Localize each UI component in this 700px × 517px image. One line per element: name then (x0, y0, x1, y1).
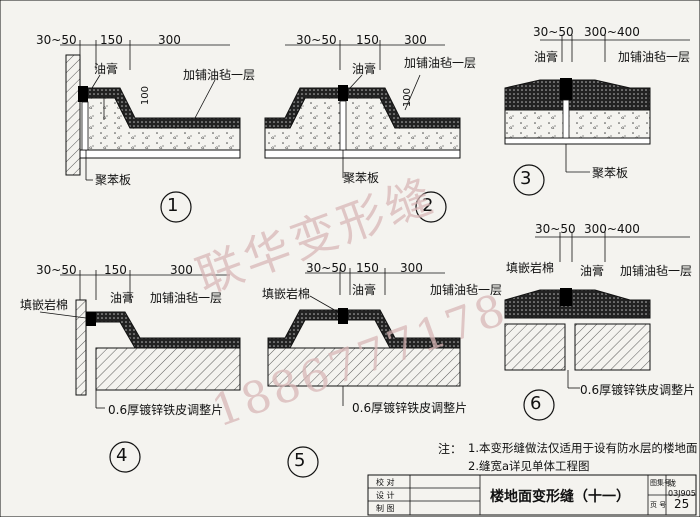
dim-label: 150 (104, 263, 127, 277)
material-label: 0.6厚镀锌铁皮调整片 (580, 383, 696, 397)
material-label: 加铺油毡一层 (620, 264, 693, 278)
material-label: 聚苯板 (343, 171, 380, 185)
dim-label: 100 (140, 86, 151, 106)
detail-number: 6 (530, 393, 542, 414)
material-label: 油膏 (94, 62, 119, 76)
dim-label: 300~400 (584, 25, 640, 39)
dim-label: 300~400 (584, 222, 640, 236)
detail-number: 5 (294, 450, 306, 471)
dim-label: 150 (356, 33, 379, 47)
material-label: 加铺油毡一层 (150, 291, 223, 305)
material-label: 0.6厚镀锌铁皮调整片 (352, 401, 468, 415)
dim-label: 30~50 (36, 263, 77, 277)
dim-label: 30~50 (296, 33, 337, 47)
dim-label: 100 (402, 88, 413, 108)
material-label: 填嵌岩棉 (506, 261, 555, 275)
atlas-number: 陇03J905 (668, 479, 696, 498)
dim-label: 300 (400, 261, 423, 275)
material-label: 聚苯板 (95, 173, 132, 187)
material-label: 油膏 (352, 283, 377, 297)
material-label: 填嵌岩棉 (20, 298, 69, 312)
material-label: 加铺油毡一层 (430, 283, 503, 297)
detail-3 (504, 35, 690, 196)
detail-1 (60, 40, 241, 223)
title-block (367, 474, 697, 516)
material-label: 加铺油毡一层 (618, 50, 691, 64)
material-label: 油膏 (534, 50, 559, 64)
title-row-check: 校 对 (376, 478, 395, 487)
dim-label: 150 (356, 261, 379, 275)
material-label: 填嵌岩棉 (262, 287, 311, 301)
dim-label: 30~50 (535, 222, 576, 236)
note-line-1: 1.本变形缝做法仅适用于设有防水层的楼地面 (468, 441, 698, 455)
drawing-title: 楼地面变形缝（十一） (490, 489, 630, 505)
page-number: 25 (674, 497, 690, 511)
dim-label: 300 (404, 33, 427, 47)
detail-number: 2 (422, 195, 434, 216)
material-label: 加铺油毡一层 (404, 56, 477, 70)
title-row-draw: 制 图 (376, 504, 395, 513)
note-line-2: 2.缝宽a详见单体工程图 (468, 459, 590, 473)
detail-4 (39, 270, 241, 473)
material-label: 油膏 (110, 291, 135, 305)
material-label: 加铺油毡一层 (183, 68, 256, 82)
dim-label: 150 (100, 33, 123, 47)
material-label: 油膏 (352, 62, 377, 76)
detail-5 (267, 268, 461, 478)
dim-label: 30~50 (533, 25, 574, 39)
detail-number: 1 (167, 195, 179, 216)
notes-prefix: 注： (438, 442, 463, 456)
material-label: 0.6厚镀锌铁皮调整片 (108, 403, 224, 417)
detail-6 (504, 232, 690, 421)
material-label: 油膏 (580, 264, 605, 278)
material-label: 聚苯板 (592, 166, 629, 180)
dim-label: 300 (170, 263, 193, 277)
detail-number: 3 (520, 168, 532, 189)
dim-label: 30~50 (36, 33, 77, 47)
atlas-label: 图集号 (650, 479, 671, 487)
detail-number: 4 (116, 445, 128, 466)
page-label: 页 号 (650, 501, 667, 509)
title-row-design: 设 计 (376, 491, 395, 500)
detail-2 (264, 40, 461, 223)
dim-label: 30~50 (306, 261, 347, 275)
dim-label: 300 (158, 33, 181, 47)
